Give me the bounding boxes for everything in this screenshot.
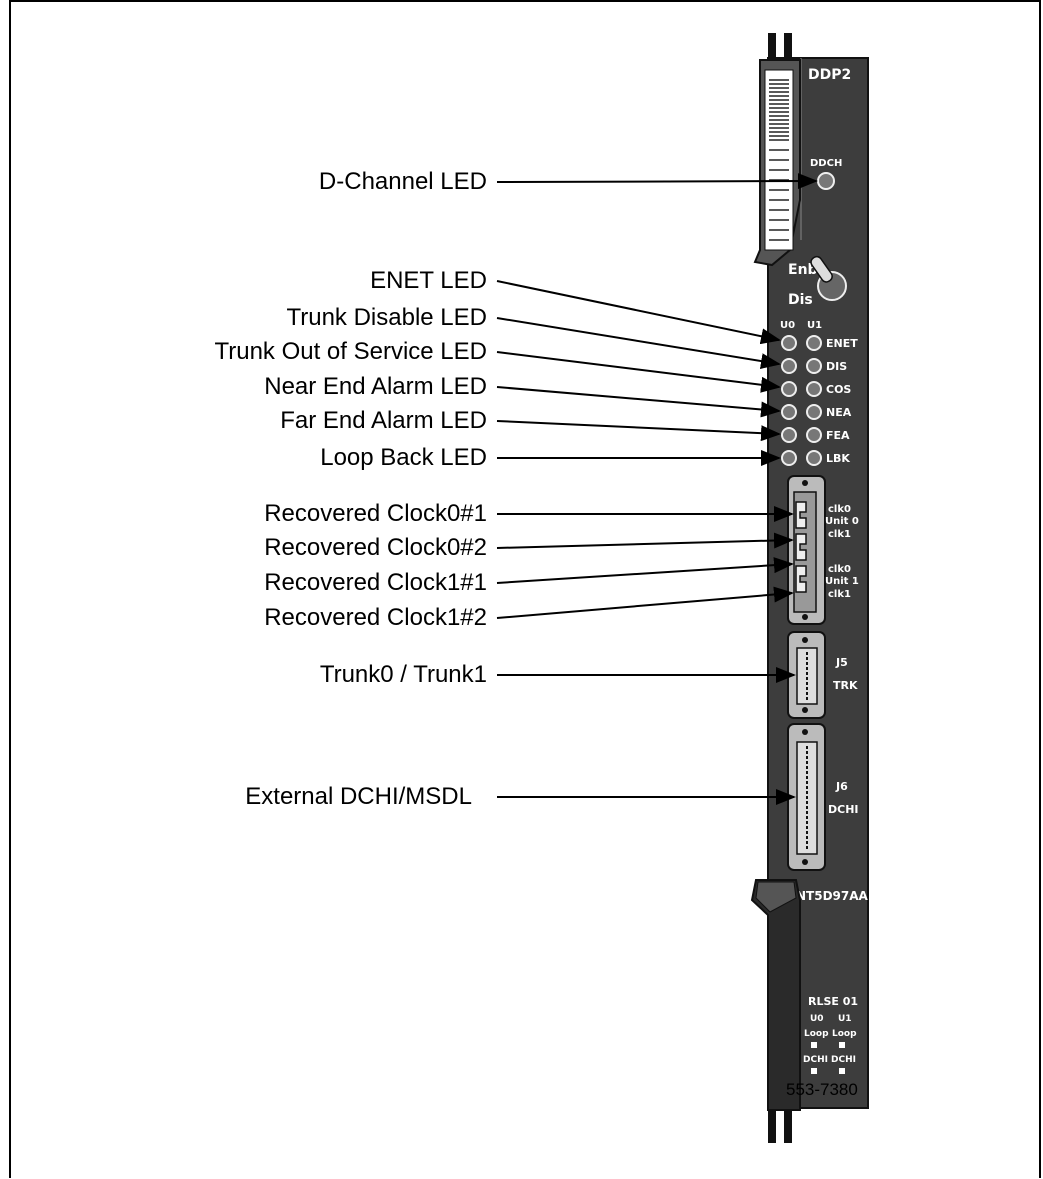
loop-label-u1: Loop — [832, 1029, 857, 1039]
dchi-indicator-u0 — [811, 1068, 817, 1074]
led-label-lbk: LBK — [826, 452, 850, 465]
callout-enet-led: ENET LED — [370, 267, 487, 294]
leader-enet — [496, 280, 781, 345]
release-label: RLSE 01 — [808, 995, 858, 1008]
callout-far-end-alarm-led: Far End Alarm LED — [280, 407, 487, 434]
nea-led-u1 — [806, 404, 822, 420]
leader-near-end-alarm — [496, 386, 781, 418]
ddch-label: DDCH — [810, 158, 842, 169]
u1-label: U1 — [807, 320, 822, 331]
lbk-led-u0 — [781, 450, 797, 466]
led-label-cos: COS — [826, 383, 851, 396]
callout-trunk0-trunk1: Trunk0 / Trunk1 — [319, 661, 487, 688]
top-rail-right — [784, 33, 792, 63]
trk-label: TRK — [833, 679, 858, 692]
callout-d-channel-led: D-Channel LED — [318, 168, 487, 195]
loop-label-u0: Loop — [804, 1029, 829, 1039]
enable-disable-toggle-switch[interactable] — [809, 255, 847, 301]
leader-recovered-clock0-2 — [496, 532, 794, 549]
callout-recovered-clock1-1: Recovered Clock1#1 — [264, 569, 487, 596]
leader-recovered-clock1-2 — [496, 586, 794, 619]
led-column-u1 — [806, 335, 822, 466]
callout-recovered-clock0-1: Recovered Clock0#1 — [264, 500, 487, 527]
leader-lines — [496, 173, 818, 805]
fea-led-u1 — [806, 427, 822, 443]
clk1-unit0-label: clk1 — [828, 529, 851, 540]
dchi-label-u0: DCHI — [803, 1055, 828, 1065]
dis-label: Dis — [788, 292, 813, 308]
unit0-label: Unit 0 — [825, 516, 859, 527]
j6-dchi-connector[interactable] — [787, 723, 826, 871]
bottom-rail-left — [768, 1108, 776, 1143]
callout-external-dchi-msdl: External DCHI/MSDL — [245, 783, 472, 810]
bottom-u0-label: U0 — [810, 1014, 824, 1024]
enb-label: Enb — [788, 262, 818, 278]
barcode-lines — [769, 79, 789, 241]
dchi-label-u1: DCHI — [831, 1055, 856, 1065]
nea-led-u0 — [781, 404, 797, 420]
led-label-nea: NEA — [826, 406, 852, 419]
leader-far-end-alarm — [496, 420, 781, 442]
callout-trunk-disable-led: Trunk Disable LED — [286, 304, 487, 331]
callout-recovered-clock0-2: Recovered Clock0#2 — [264, 534, 487, 561]
loop-indicator-u0 — [811, 1042, 817, 1048]
j5-trunk-connector[interactable] — [787, 631, 826, 719]
leader-trunk-disable — [496, 317, 781, 369]
u0-label: U0 — [780, 320, 795, 331]
led-label-fea: FEA — [826, 429, 850, 442]
card-name: DDP2 — [808, 67, 851, 83]
callout-near-end-alarm-led: Near End Alarm LED — [264, 373, 487, 400]
bottom-rail-right — [784, 1108, 792, 1143]
led-label-dis: DIS — [826, 360, 847, 373]
dis-led-u1 — [806, 358, 822, 374]
dchi-connector-label: DCHI — [828, 803, 859, 816]
led-column-u0 — [781, 335, 797, 466]
ddch-led — [817, 172, 835, 190]
leader-d-channel — [496, 173, 818, 190]
lbk-led-u1 — [806, 450, 822, 466]
fea-led-u0 — [781, 427, 797, 443]
top-rail-left — [768, 33, 776, 63]
loop-indicator-u1 — [839, 1042, 845, 1048]
dis-led-u0 — [781, 358, 797, 374]
clk0-unit0-label: clk0 — [828, 504, 851, 515]
enet-led-u0 — [781, 335, 797, 351]
unit1-label: Unit 1 — [825, 576, 859, 587]
callout-trunk-out-of-service-led: Trunk Out of Service LED — [214, 338, 487, 365]
j6-label: J6 — [835, 780, 848, 793]
cos-led-u1 — [806, 381, 822, 397]
led-label-enet: ENET — [826, 337, 858, 350]
cos-led-u0 — [781, 381, 797, 397]
leader-recovered-clock1-1 — [496, 557, 794, 584]
callout-loop-back-led: Loop Back LED — [320, 444, 487, 471]
dchi-indicator-u1 — [839, 1068, 845, 1074]
clk0-unit1-label: clk0 — [828, 564, 851, 575]
recovered-clock-connector[interactable] — [787, 475, 826, 625]
figure-frame — [9, 0, 1041, 1178]
clk1-unit1-label: clk1 — [828, 589, 851, 600]
figure-number: 553-7380 — [786, 1080, 858, 1099]
j5-label: J5 — [835, 656, 848, 669]
bottom-u1-label: U1 — [838, 1014, 852, 1024]
enet-led-u1 — [806, 335, 822, 351]
bottom-latch[interactable] — [750, 879, 801, 1111]
leader-trunk-out-of-service — [496, 351, 781, 393]
callout-recovered-clock1-2: Recovered Clock1#2 — [264, 604, 487, 631]
part-number: NT5D97AA — [796, 889, 869, 903]
